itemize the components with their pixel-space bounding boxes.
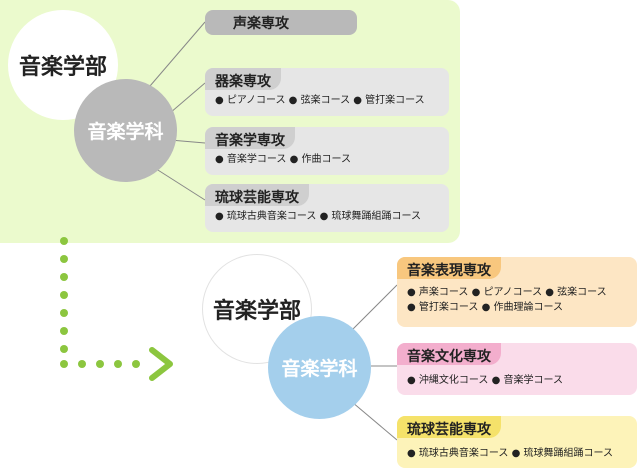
new-major-music-culture: 音楽文化専攻 ● 沖縄文化コース ● 音楽学コース [397,343,637,395]
new-subject-label: 音楽学科 [281,358,358,380]
new-major-ryukyu: 琉球芸能専攻 ● 琉球古典音楽コース ● 琉球舞踊組踊コース [397,416,637,468]
new-subject-circle: 音楽学科 [268,316,371,419]
new-major-ryukyu-title: 琉球芸能専攻 [397,416,501,438]
old-major-musicology-title: 音楽学専攻 [205,127,295,149]
old-major-instrumental-courses: ● ピアノコース ● 弦楽コース ● 管打楽コース [215,95,425,106]
transition-arrow [60,237,173,381]
old-major-instrumental: 器楽専攻 ● ピアノコース ● 弦楽コース ● 管打楽コース [205,68,449,116]
old-major-ryukyu-title: 琉球芸能専攻 [205,184,309,206]
new-major-music-expression-title: 音楽表現専攻 [397,257,501,279]
old-major-instrumental-title: 器楽専攻 [205,68,281,90]
new-major-music-culture-title: 音楽文化専攻 [397,343,501,365]
old-major-vocal: 声楽専攻 [205,10,357,35]
new-major-music-expression-courses-line1: ● 声楽コース ● ピアノコース ● 弦楽コース [407,287,607,298]
new-department-label: 音楽学部 [212,299,301,324]
old-major-musicology-courses: ● 音楽学コース ● 作曲コース [215,154,351,165]
old-major-vocal-title: 声楽専攻 [233,16,289,32]
new-major-music-expression: 音楽表現専攻 ● 声楽コース ● ピアノコース ● 弦楽コース ● 管打楽コース… [397,257,637,327]
new-major-music-culture-courses: ● 沖縄文化コース ● 音楽学コース [407,375,563,386]
old-department-label: 音楽学部 [18,55,107,80]
old-major-musicology: 音楽学専攻 ● 音楽学コース ● 作曲コース [205,127,449,175]
old-major-ryukyu-courses: ● 琉球古典音楽コース ● 琉球舞踊組踊コース [215,211,421,222]
new-major-ryukyu-courses: ● 琉球古典音楽コース ● 琉球舞踊組踊コース [407,448,613,459]
new-major-music-expression-courses-line2: ● 管打楽コース ● 作曲理論コース [407,302,563,313]
old-major-ryukyu: 琉球芸能専攻 ● 琉球古典音楽コース ● 琉球舞踊組踊コース [205,184,449,232]
new-major-music-expression-courses: ● 声楽コース ● ピアノコース ● 弦楽コース ● 管打楽コース ● 作曲理論… [397,279,637,315]
old-subject-label: 音楽学科 [87,121,164,143]
old-subject-circle: 音楽学科 [74,79,177,182]
